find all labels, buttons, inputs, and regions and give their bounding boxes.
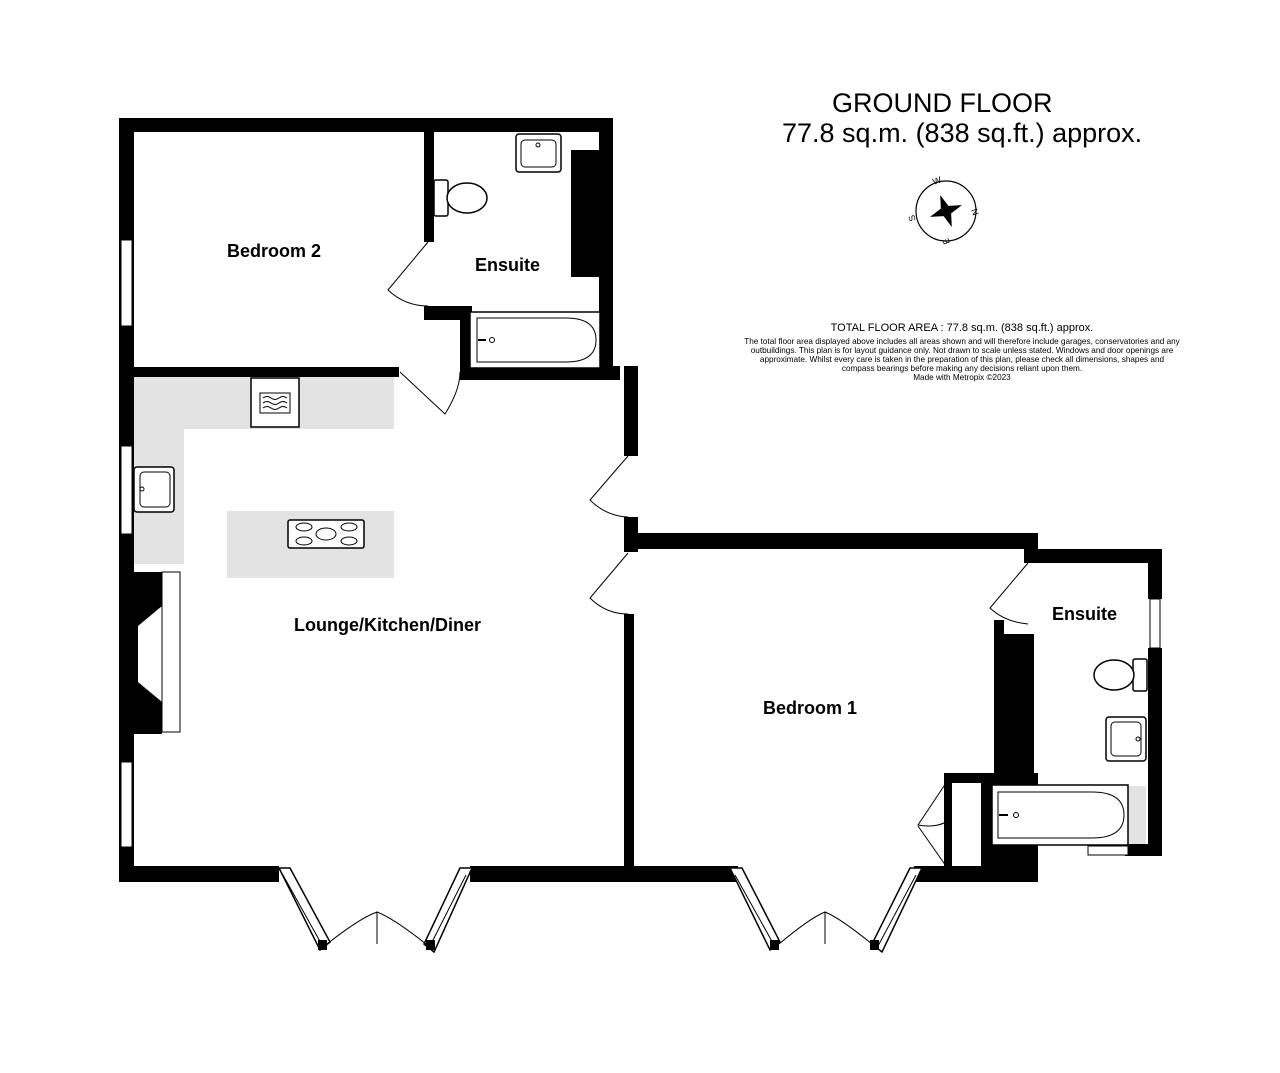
basin-ensuite-top bbox=[515, 133, 562, 173]
door-bedroom1-ensuite bbox=[989, 562, 1029, 625]
window-ensuite bbox=[1149, 598, 1161, 649]
basin-ensuite-right bbox=[1105, 716, 1147, 762]
compass-s: S bbox=[906, 214, 917, 223]
toilet-ensuite-right bbox=[1093, 658, 1148, 692]
kitchen-sink bbox=[133, 466, 175, 513]
bath-surround bbox=[1128, 786, 1146, 844]
floor-area: 77.8 sq.m. (838 sq.ft.) approx. bbox=[782, 118, 1143, 148]
door-bedroom2-lounge bbox=[399, 371, 461, 415]
compass-n: N bbox=[969, 207, 981, 217]
compass-e: E bbox=[940, 237, 951, 246]
room-label-ensuite-top: Ensuite bbox=[475, 255, 541, 275]
room-label-ensuite-right: Ensuite bbox=[1052, 604, 1118, 624]
window-lounge bbox=[120, 761, 133, 848]
room-label-bedroom-1: Bedroom 1 bbox=[763, 698, 858, 718]
total-floor-area: TOTAL FLOOR AREA : 77.8 sq.m. (838 sq.ft… bbox=[830, 322, 1094, 334]
door-lounge-hall bbox=[589, 455, 629, 518]
room-label-lounge: Lounge/Kitchen/Diner bbox=[294, 615, 482, 635]
compass-w: W bbox=[931, 174, 943, 186]
room-label-bedroom-2: Bedroom 2 bbox=[227, 241, 322, 261]
floor-area-note: TOTAL FLOOR AREA : 77.8 sq.m. (838 sq.ft… bbox=[744, 321, 1180, 383]
bath-ensuite-right bbox=[991, 784, 1129, 846]
hearth bbox=[161, 571, 181, 733]
bath-ensuite-top bbox=[469, 311, 601, 369]
door-lounge-bedroom1 bbox=[589, 552, 629, 615]
compass: W N E S bbox=[906, 174, 980, 245]
windows bbox=[120, 239, 1161, 856]
hob bbox=[287, 519, 365, 549]
window-kitchen bbox=[120, 445, 133, 535]
bay-window-lounge bbox=[277, 867, 474, 954]
toilet-ensuite-top bbox=[433, 179, 488, 217]
door-cupboard bbox=[917, 782, 947, 867]
walls bbox=[119, 118, 1162, 882]
floor-title: GROUND FLOOR bbox=[832, 88, 1053, 118]
bay-window-bedroom1 bbox=[728, 867, 924, 954]
doors bbox=[387, 241, 1029, 867]
disclaimer-text: The total floor area displayed above inc… bbox=[744, 337, 1180, 373]
window-bedroom2 bbox=[120, 239, 133, 327]
credit-text: Made with Metropix ©2023 bbox=[913, 373, 1011, 382]
door-bedroom2-ensuite bbox=[387, 241, 429, 307]
fixtures bbox=[133, 133, 1148, 846]
oven bbox=[250, 377, 300, 428]
window-ensuite-bottom bbox=[1087, 845, 1129, 856]
